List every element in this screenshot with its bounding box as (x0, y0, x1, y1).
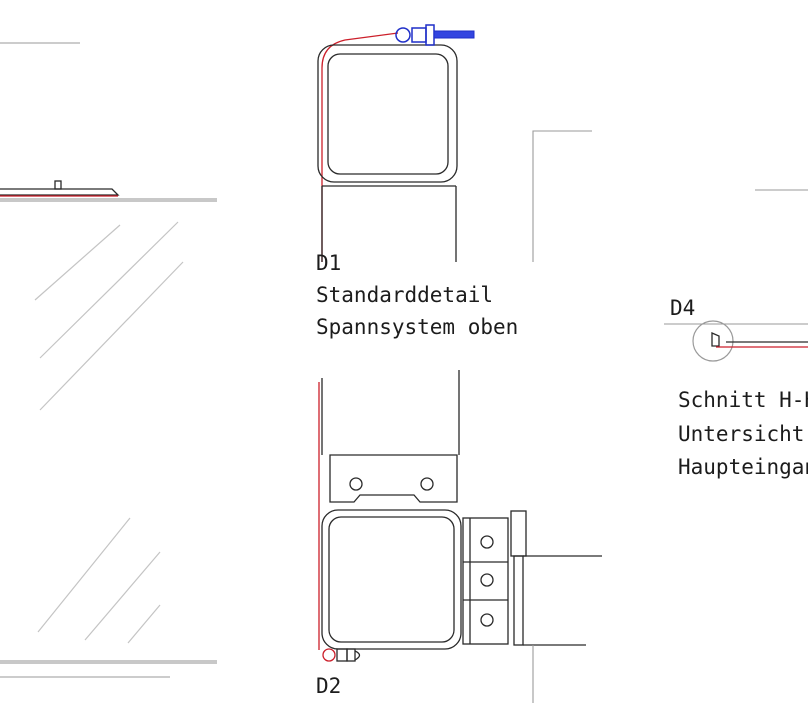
d4-code: D4 (670, 296, 695, 320)
cover-plate (0, 188, 120, 196)
d1-frame-corner (532, 130, 592, 262)
d2-code: D2 (316, 674, 341, 698)
d1-tension-bolt (395, 24, 475, 46)
d2-side-hole-2 (480, 573, 494, 587)
d1-title-line1: Standarddetail (316, 283, 493, 307)
d1-title-line2: Spannsystem oben (316, 315, 518, 339)
d1-membrane (321, 32, 399, 262)
left-section (0, 42, 217, 678)
detail-d2: D2 (316, 370, 602, 703)
d1-tube-outer (317, 44, 458, 183)
d2-tube-outer (321, 509, 462, 650)
d1-tube-inner (327, 53, 449, 175)
d2-side-hole-3 (480, 613, 494, 627)
d2-flange-top (510, 510, 527, 557)
d2-bolt-hole-2 (420, 477, 434, 491)
d4-title-line3: Haupteingang (678, 455, 808, 479)
d4-title-line2: Untersicht (678, 422, 804, 446)
d2-tube-inner (328, 516, 455, 643)
d2-side-plate (462, 517, 509, 645)
detail-d4: D4 Schnitt H-H Untersicht Haupteingang (664, 189, 808, 479)
detail-d1: D1 Standarddetail Spannsystem oben (316, 24, 592, 339)
d4-title-line1: Schnitt H-H (678, 388, 808, 412)
d2-side-hole-1 (480, 535, 494, 549)
d2-bolt-hole-1 (349, 477, 363, 491)
d1-code: D1 (316, 251, 341, 275)
glass-hatching (34, 221, 184, 644)
plate-clip (54, 180, 62, 190)
d2-flange-web (513, 555, 524, 646)
d2-tension-bolt (322, 648, 361, 662)
d2-bracket (329, 454, 458, 503)
d4-detail-circle (692, 320, 734, 362)
d4-clip (711, 332, 720, 347)
